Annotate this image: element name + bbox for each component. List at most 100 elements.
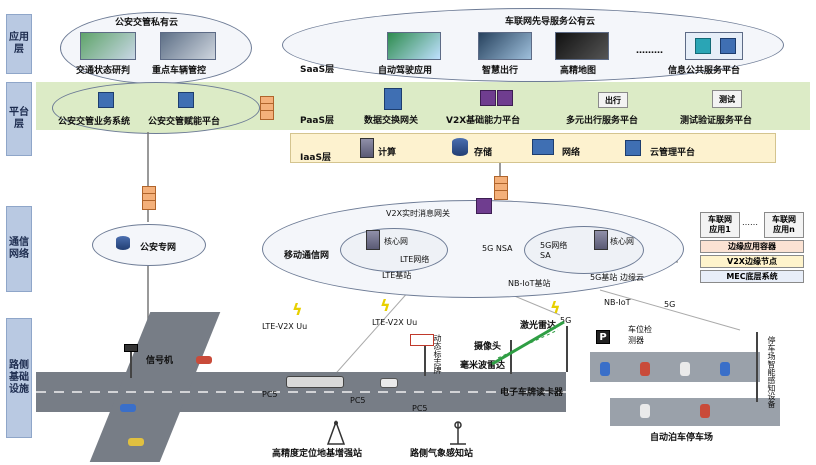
- g5-pole-icon: [566, 326, 568, 372]
- gnss-station-icon: [326, 420, 346, 445]
- saas-label-map: 高精地图: [560, 66, 597, 76]
- pc5-label-3: PC5: [412, 404, 428, 413]
- vehicle-car-4: [120, 404, 136, 412]
- core-net-label-1: 核心网: [384, 237, 408, 246]
- iaas-network-icon: [532, 139, 554, 155]
- nbiot-label: NB-IoT: [604, 298, 631, 307]
- police-platform-cloud: [52, 82, 260, 134]
- firewall-icon-police: [142, 186, 156, 210]
- layer-tag-platform: 平台层: [6, 82, 32, 156]
- paas-label: PaaS层: [300, 116, 334, 126]
- weather-station-icon: [450, 421, 466, 445]
- paas-gateway-icon: [384, 88, 402, 110]
- v2x-gateway-label: V2X实时消息网关: [386, 209, 451, 218]
- police-cloud-title: 公安交管私有云: [115, 18, 179, 28]
- saas-tile-mobility: [478, 32, 532, 60]
- nbiot-bs-label: NB-IoT基站: [508, 279, 551, 288]
- lte-core-cloud: [340, 228, 448, 272]
- radio-link-icon-3: ϟ: [550, 298, 561, 317]
- layer-tag-roadside: 路侧基础设施: [6, 318, 32, 438]
- paas-label-testing: 测试验证服务平台: [680, 116, 753, 126]
- iaas-storage-icon: [452, 138, 468, 156]
- camera-pole-icon: [510, 340, 512, 374]
- iaas-label: IaaS层: [300, 153, 331, 163]
- g5-nsa-label: 5G NSA: [482, 244, 513, 253]
- police-platform-icon-1: [98, 92, 114, 108]
- radio-link-icon-2: ϟ: [380, 296, 391, 315]
- iaas-cloudmgmt-icon: [625, 140, 641, 156]
- vehicle-car-2: [196, 356, 212, 364]
- sign-pole-icon: [424, 340, 426, 376]
- mec-container: 边缘应用容器: [700, 240, 804, 253]
- lte-bs-label: LTE基站: [382, 271, 412, 280]
- paas-testing-icon: 测试: [712, 90, 742, 108]
- lte-v2x-label-1: LTE-V2X Uu: [262, 322, 308, 331]
- mobile-network-label: 移动通信网: [284, 251, 330, 261]
- mec-base: MEC底层系统: [700, 270, 804, 283]
- layer-tag-app: 应用层: [6, 14, 32, 74]
- traffic-light-icon: [124, 344, 138, 352]
- pc5-label-2: PC5: [350, 396, 366, 405]
- police-network-icon: [116, 236, 130, 250]
- parking-detector-label: 车位检测器: [628, 325, 652, 345]
- v2x-gateway-icon: [476, 198, 492, 214]
- police-platform-label-1: 公安交管业务系统: [58, 117, 131, 127]
- mec-node: V2X边缘节点: [700, 255, 804, 268]
- vehicle-car-1: [380, 378, 398, 388]
- lte-core-server-icon: [366, 230, 380, 250]
- parking-sensor-label: 停车场智能感知设备: [767, 336, 776, 408]
- police-app-label-1: 交通状态研判: [76, 66, 131, 76]
- lte-v2x-label-2: LTE-V2X Uu: [372, 318, 418, 327]
- vehicle-truck: [286, 376, 344, 388]
- signal-label: 信号机: [146, 356, 174, 366]
- roadside-5g-label: 5G: [560, 316, 572, 325]
- paas-v2x-icon: [480, 90, 496, 106]
- parked-car-6: [700, 404, 710, 418]
- iaas-label-compute: 计算: [378, 148, 397, 158]
- camera-label: 摄像头: [474, 342, 502, 352]
- police-app-label-2: 重点车辆管控: [152, 66, 207, 76]
- parked-car-3: [680, 362, 690, 376]
- saas-label-infoservice: 信息公共服务平台: [668, 66, 741, 76]
- g5-label: 5G: [664, 300, 676, 309]
- saas-ellipsis: ………: [636, 46, 663, 56]
- g5-core-server-icon: [594, 230, 608, 250]
- pc5-label-1: PC5: [262, 390, 278, 399]
- police-platform-label-2: 公安交管赋能平台: [148, 117, 221, 127]
- saas-tile-autodrive: [387, 32, 441, 60]
- saas-tile-map: [555, 32, 609, 60]
- mmw-radar-label: 毫米波雷达: [460, 361, 506, 371]
- vehicle-car-3: [128, 438, 144, 446]
- radio-link-icon-1: ϟ: [292, 300, 303, 319]
- saas-label-mobility: 智慧出行: [482, 66, 519, 76]
- police-app-tile-1: [80, 32, 136, 60]
- parked-car-5: [640, 404, 650, 418]
- weather-station-label: 路侧气象感知站: [410, 449, 474, 459]
- firewall-icon-clouds: [260, 96, 274, 120]
- saas-label-autodrive: 自动驾驶应用: [378, 66, 433, 76]
- iaas-label-storage: 存储: [474, 148, 493, 158]
- iaas-label-network: 网络: [562, 148, 581, 158]
- auto-parking-label: 自动泊车停车场: [650, 433, 714, 443]
- parking-sensor-pole-icon: [756, 332, 758, 402]
- mec-app-n: 车联网 应用n: [764, 212, 804, 238]
- lidar-beam-icon: [491, 320, 565, 366]
- paas-label-gateway: 数据交换网关: [364, 116, 419, 126]
- paas-mobility-icon: 出行: [598, 92, 628, 108]
- dynamic-sign-label: 动态标志牌: [433, 334, 442, 374]
- public-cloud-title: 车联网先导服务公有云: [505, 17, 596, 27]
- paas-label-mobility: 多元出行服务平台: [566, 116, 639, 126]
- parking-lot-lower: [610, 398, 780, 426]
- dynamic-sign-icon: [410, 334, 434, 346]
- firewall-icon-public: [494, 176, 508, 200]
- iaas-compute-icon: [360, 138, 374, 158]
- paas-label-v2x: V2X基础能力平台: [446, 116, 521, 126]
- layer-tag-comm: 通信网络: [6, 206, 32, 292]
- signal-pole-icon: [130, 348, 132, 378]
- parking-sign-icon: P: [596, 330, 610, 344]
- plate-reader-label: 电子车牌读卡器: [500, 388, 564, 398]
- g5-bs-label: 5G基站: [590, 273, 618, 282]
- road-markings: [36, 391, 566, 393]
- lte-network-label: LTE网络: [400, 255, 430, 264]
- saas-infoservice-icon: [695, 38, 711, 54]
